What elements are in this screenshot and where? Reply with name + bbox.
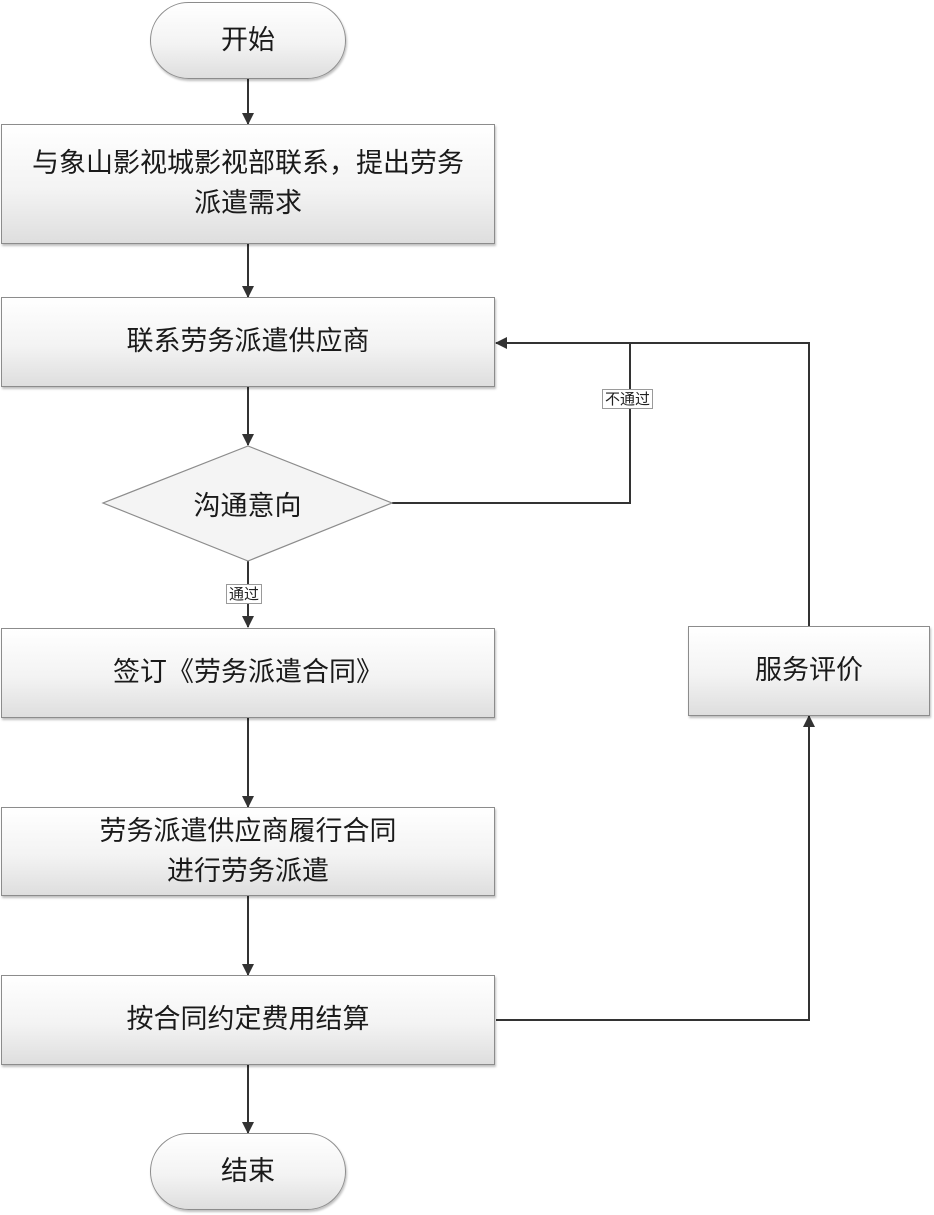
request-box: 与象山影视城影视部联系，提出劳务 派遣需求 xyxy=(1,124,495,244)
start-label: 开始 xyxy=(221,24,275,56)
fail-edge-label: 不通过 xyxy=(602,389,654,409)
decision-node: 沟通意向 xyxy=(103,446,392,561)
request-label-line1: 与象山影视城影视部联系，提出劳务 xyxy=(32,148,464,179)
connector-decision-fail-to-contact xyxy=(392,337,631,504)
decision-diamond-shape xyxy=(101,445,394,562)
decision-label: 沟通意向 xyxy=(193,491,302,522)
evaluation-label: 服务评价 xyxy=(755,655,863,686)
connector-settlement-to-evaluation xyxy=(496,715,815,1021)
contact-supplier-label: 联系劳务派遣供应商 xyxy=(126,326,370,357)
perform-box: 劳务派遣供应商履行合同 进行劳务派遣 xyxy=(1,807,495,896)
perform-label-line1: 劳务派遣供应商履行合同 xyxy=(99,815,397,847)
evaluation-box: 服务评价 xyxy=(688,626,930,716)
contact-supplier-box: 联系劳务派遣供应商 xyxy=(1,297,495,387)
settlement-box: 按合同约定费用结算 xyxy=(1,975,495,1065)
start-terminal: 开始 xyxy=(150,2,346,79)
settlement-label: 按合同约定费用结算 xyxy=(126,1004,370,1035)
pass-edge-label: 通过 xyxy=(226,584,263,604)
request-label-line2: 派遣需求 xyxy=(194,188,302,219)
end-label: 结束 xyxy=(221,1155,275,1187)
sign-contract-label: 签订《劳务派遣合同》 xyxy=(113,657,383,688)
connector-evaluation-to-contact xyxy=(630,342,810,626)
sign-contract-box: 签订《劳务派遣合同》 xyxy=(1,628,495,718)
perform-label-line2: 进行劳务派遣 xyxy=(167,855,329,887)
end-terminal: 结束 xyxy=(150,1133,346,1210)
